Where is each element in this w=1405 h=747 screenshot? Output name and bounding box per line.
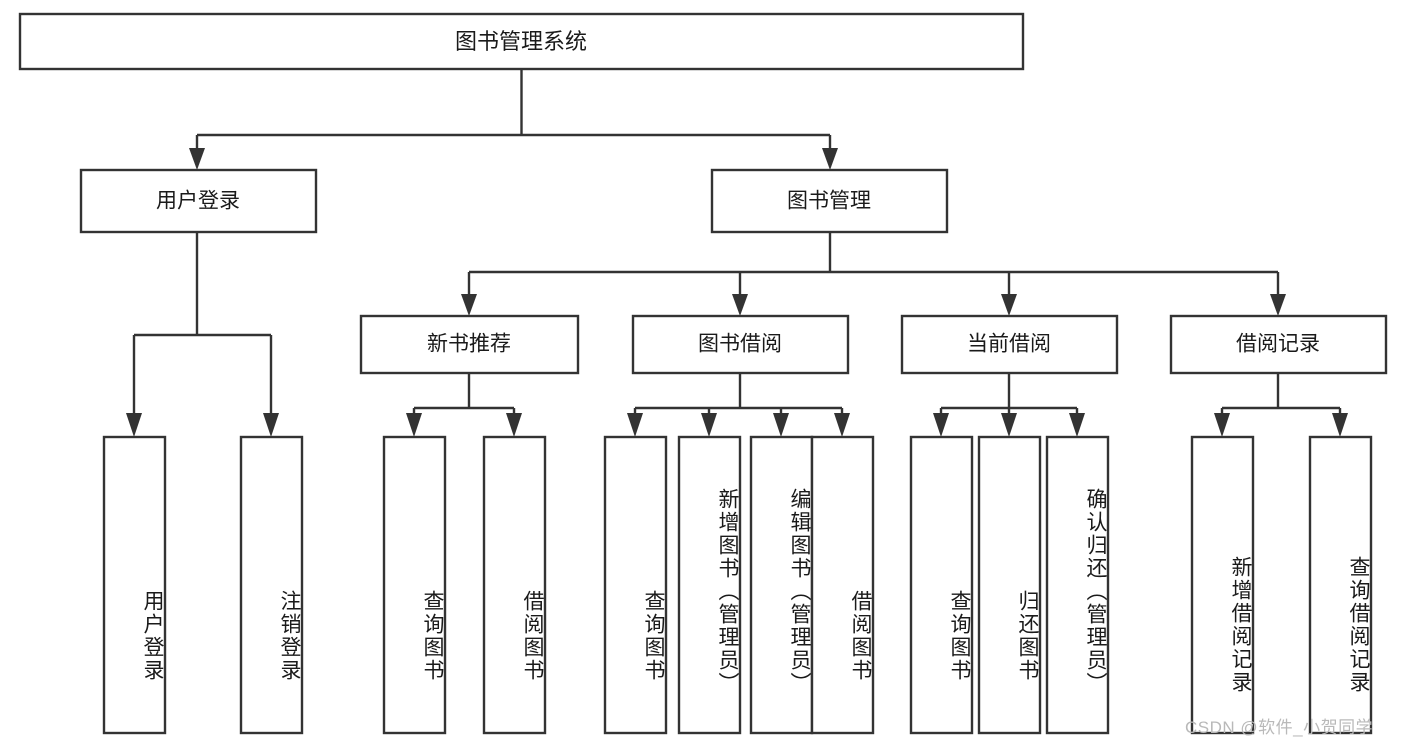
node-new-book-recommend[interactable]: [359, 314, 580, 375]
node-book-management-label: 图书管理: [787, 190, 871, 213]
leaf-box-2[interactable]: [382, 435, 447, 735]
leaf-box-1[interactable]: [239, 435, 304, 735]
leaf-box-12[interactable]: [1308, 435, 1373, 735]
arrow-login-leaf2: [263, 413, 279, 437]
node-layer: [18, 12, 1388, 735]
node-borrow-record-label: 借阅记录: [1236, 333, 1320, 356]
arrow-bm-to-borrow: [732, 294, 748, 316]
leaf-box-5[interactable]: [677, 435, 742, 735]
node-book-borrow[interactable]: [631, 314, 850, 375]
connector-layer: [126, 69, 1348, 437]
arrow-record-leaf1: [1214, 413, 1230, 437]
arrow-newbook-leaf2: [506, 413, 522, 437]
arrow-bm-to-current: [1001, 294, 1017, 316]
node-current-borrow-label: 当前借阅: [967, 333, 1051, 356]
arrow-root-to-bookmgmt: [822, 148, 838, 170]
leaf-box-10[interactable]: [1045, 435, 1110, 735]
leaf-box-9[interactable]: [977, 435, 1042, 735]
arrow-bm-to-record: [1270, 294, 1286, 316]
node-current-borrow[interactable]: [900, 314, 1119, 375]
leaf-box-3[interactable]: [482, 435, 547, 735]
leaf-box-6[interactable]: [749, 435, 814, 735]
arrow-root-to-login: [189, 148, 205, 170]
node-book-borrow-label: 图书借阅: [698, 333, 782, 356]
leaf-box-4[interactable]: [603, 435, 668, 735]
arrow-current-leaf2: [1001, 413, 1017, 437]
arrow-borrow-leaf4: [834, 413, 850, 437]
node-user-login-label: 用户登录: [156, 190, 240, 213]
leaf-box-8[interactable]: [909, 435, 974, 735]
arrow-borrow-leaf2: [701, 413, 717, 437]
arrow-borrow-leaf1: [627, 413, 643, 437]
leaf-box-7[interactable]: [810, 435, 875, 735]
arrow-record-leaf2: [1332, 413, 1348, 437]
node-root[interactable]: [18, 12, 1025, 71]
arrow-borrow-leaf3: [773, 413, 789, 437]
arrow-newbook-leaf1: [406, 413, 422, 437]
node-root-label: 图书管理系统: [455, 29, 587, 54]
arrow-current-leaf1: [933, 413, 949, 437]
arrow-current-leaf3: [1069, 413, 1085, 437]
node-new-book-recommend-label: 新书推荐: [427, 333, 511, 356]
arrow-login-leaf1: [126, 413, 142, 437]
arrow-bm-to-newbook: [461, 294, 477, 316]
label-layer: 图书管理系统 用户登录 图书管理 新书推荐 图书借阅 当前借阅 借阅记录: [156, 29, 1320, 356]
csdn-watermark: CSDN @软件_小贺同学: [1185, 718, 1374, 737]
leaf-box-11[interactable]: [1190, 435, 1255, 735]
node-book-management[interactable]: [710, 168, 949, 234]
leaf-box-0[interactable]: [102, 435, 167, 735]
node-user-login[interactable]: [79, 168, 318, 234]
node-borrow-record[interactable]: [1169, 314, 1388, 375]
